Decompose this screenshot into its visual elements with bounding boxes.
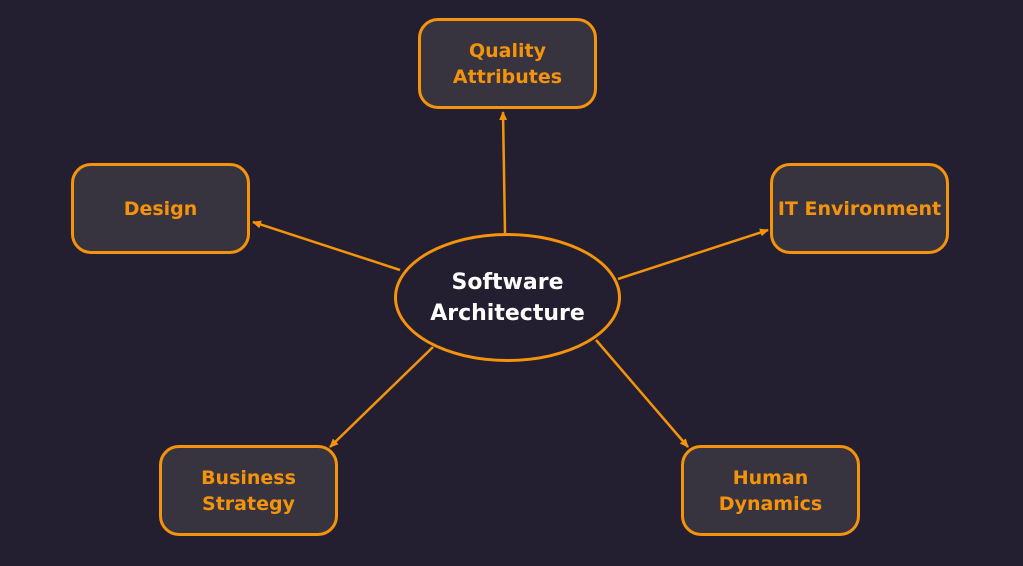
arrow-to-quality <box>499 111 508 234</box>
arrow-to-business-strategy <box>329 346 434 448</box>
node-quality-attributes: Quality Attributes <box>418 18 597 109</box>
arrow-to-human-dynamics <box>595 339 689 448</box>
node-human-dynamics: Human Dynamics <box>681 445 860 536</box>
arrow-to-it-environment <box>617 228 769 281</box>
node-it-environment: IT Environment <box>770 163 949 254</box>
center-node-software-architecture: Software Architecture <box>394 233 621 362</box>
node-design: Design <box>71 163 250 254</box>
node-business-strategy: Business Strategy <box>159 445 338 536</box>
arrow-to-design <box>252 220 401 272</box>
